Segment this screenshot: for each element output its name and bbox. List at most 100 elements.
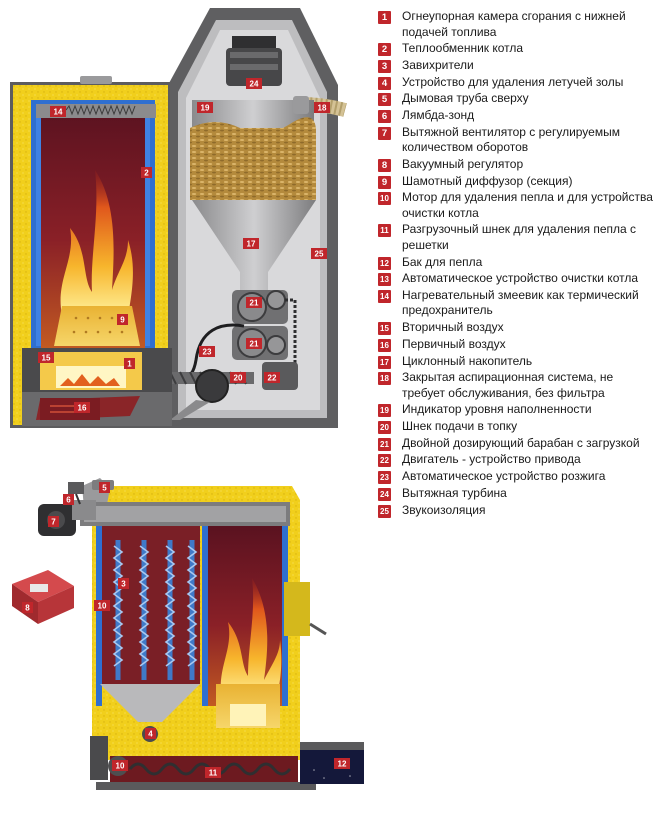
svg-text:10: 10: [98, 602, 107, 611]
lambda-sensor: [68, 482, 84, 494]
svg-text:22: 22: [268, 374, 277, 383]
svg-text:5: 5: [102, 484, 107, 493]
legend-number-badge: 12: [378, 256, 391, 270]
svg-text:15: 15: [42, 354, 51, 363]
legend-text: Вакуумный регулятор: [402, 156, 524, 171]
legend-item: 18 Закрытая аспирационная система, не тре…: [378, 370, 658, 401]
svg-text:11: 11: [209, 769, 218, 778]
legend-number-badge: 14: [378, 289, 391, 303]
legend-text: Завихрители: [402, 57, 474, 72]
legend-number-badge: 21: [378, 437, 391, 451]
svg-text:23: 23: [203, 348, 212, 357]
legend-item: 23 Автоматическое устройство розжига: [378, 469, 658, 485]
legend-item: 1 Огнеупорная камера сгорания с нижней по…: [378, 9, 658, 40]
legend-text: Шамотный диффузор (секция): [402, 173, 573, 188]
legend-number-badge: 16: [378, 338, 391, 352]
legend-text: Вторичный воздух: [402, 320, 504, 335]
legend-text: Вытяжная турбина: [402, 485, 507, 500]
legend-text: Шнек подачи в топку: [402, 419, 518, 434]
legend-text: Мотор для удаления пепла и для устройств…: [402, 190, 653, 220]
legend-number-badge: 10: [378, 192, 391, 206]
callouts: 14 2 9 1 15 16 24 19 18 17 25 21 21 23 2…: [22, 78, 350, 778]
legend-item: 12 Бак для пепла: [378, 255, 658, 271]
legend-item: 13 Автоматическое устройство очистки котл…: [378, 271, 658, 287]
legend-number-badge: 4: [378, 76, 391, 90]
legend-number-badge: 18: [378, 372, 391, 386]
legend-number-badge: 22: [378, 454, 391, 468]
boiler-diagram: 14 2 9 1 15 16 24 19 18 17 25 21 21 23 2…: [10, 8, 364, 790]
legend-number-badge: 13: [378, 273, 391, 287]
bottom-boiler-cutaway: [12, 478, 364, 790]
legend-number-badge: 6: [378, 109, 391, 123]
legend-number-badge: 7: [378, 126, 391, 140]
flame-bottom: [220, 578, 282, 702]
top-boiler-cutaway: [10, 8, 347, 428]
svg-text:1: 1: [127, 360, 132, 369]
legend-text: Двигатель - устройство привода: [402, 452, 581, 467]
legend-text: Устройство для удаления летучей золы: [402, 74, 624, 89]
legend-text: Огнеупорная камера сгорания с нижней под…: [402, 9, 626, 39]
svg-text:6: 6: [66, 496, 71, 505]
svg-text:9: 9: [120, 316, 125, 325]
legend-item: 15 Вторичный воздух: [378, 320, 658, 336]
fan: [195, 369, 229, 403]
legend-item: 11 Разгрузочный шнек для удаления пепла с…: [378, 222, 658, 253]
legend-number-badge: 2: [378, 43, 391, 57]
legend-item: 7 Вытяжной вентилятор с регулируемым коли…: [378, 125, 658, 156]
boiler-body: [10, 76, 172, 428]
primary-air: [40, 398, 100, 420]
legend-text: Автоматическое устройство розжига: [402, 469, 606, 484]
svg-text:17: 17: [247, 240, 256, 249]
svg-text:8: 8: [25, 604, 30, 613]
extraction-turbine: [226, 36, 282, 86]
chamotte-diffuser: [54, 306, 140, 346]
legend-text: Вытяжной вентилятор с регулируемым колич…: [402, 124, 620, 155]
legend-text: Первичный воздух: [402, 336, 506, 351]
legend-number-badge: 9: [378, 175, 391, 189]
legend-text: Автоматическое устройство очистки котла: [402, 271, 639, 286]
legend-number-badge: 1: [378, 11, 391, 24]
svg-text:3: 3: [121, 580, 126, 589]
legend-number-badge: 11: [378, 224, 391, 238]
svg-text:20: 20: [234, 374, 243, 383]
svg-text:21: 21: [250, 340, 259, 349]
svg-text:14: 14: [54, 108, 63, 117]
legend-text: Лямбда-зонд: [402, 107, 475, 122]
svg-text:4: 4: [148, 730, 153, 739]
legend-text: Нагревательный змеевик как термический п…: [402, 287, 639, 318]
svg-text:16: 16: [78, 404, 87, 413]
legend-text: Бак для пепла: [402, 254, 483, 269]
legend-number-badge: 17: [378, 355, 391, 369]
legend-item: 10 Мотор для удаления пепла и для устройс…: [378, 190, 658, 221]
legend-number-badge: 23: [378, 471, 391, 485]
legend-number-badge: 15: [378, 322, 391, 336]
legend-item: 3 Завихрители: [378, 58, 658, 74]
legend-item: 16 Первичный воздух: [378, 337, 658, 353]
legend-number-badge: 3: [378, 59, 391, 73]
legend-text: Разгрузочный шнек для удаления пепла с р…: [402, 222, 637, 252]
legend-item: 4 Устройство для удаления летучей золы: [378, 75, 658, 91]
legend-text: Закрытая аспирационная система, не требу…: [402, 370, 614, 400]
legend-text: Индикатор уровня наполненности: [402, 402, 592, 417]
legend-item: 22 Двигатель - устройство привода: [378, 452, 658, 468]
svg-text:12: 12: [338, 760, 347, 769]
vacuum-regulator: [12, 570, 74, 624]
legend-text: Дымовая труба сверху: [402, 91, 529, 106]
svg-text:24: 24: [250, 80, 259, 89]
svg-text:10: 10: [116, 762, 125, 771]
flame: [60, 170, 133, 318]
legend-item: 5 Дымовая труба сверху: [378, 91, 658, 107]
legend-number-badge: 5: [378, 93, 391, 107]
ash-screw: [110, 756, 298, 782]
svg-text:21: 21: [250, 299, 259, 308]
svg-text:19: 19: [201, 104, 210, 113]
svg-text:7: 7: [51, 518, 56, 527]
svg-text:18: 18: [318, 104, 327, 113]
